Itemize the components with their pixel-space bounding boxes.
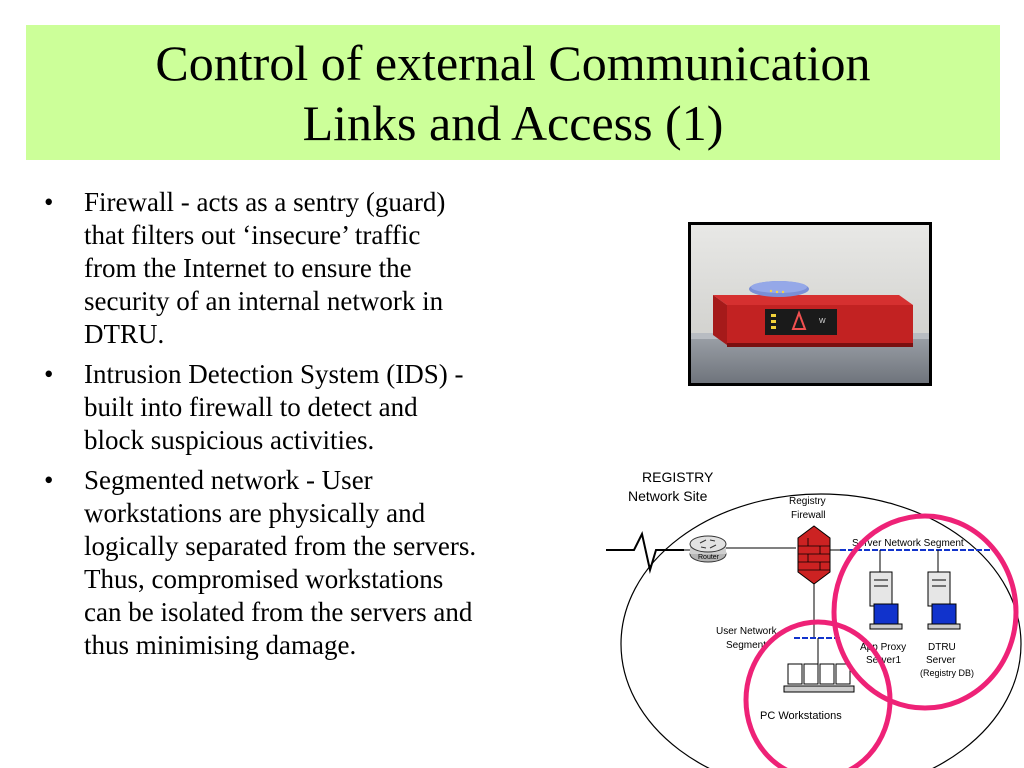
firewall-label-line-2: Firewall (791, 510, 825, 521)
internet-link-icon (606, 531, 684, 574)
firewall-photo-illustration: W (691, 225, 929, 383)
site-label-line-2: Network Site (628, 488, 708, 504)
bullet-list: • Firewall - acts as a sentry (guard) th… (44, 186, 614, 669)
server-segment-highlight-circle (831, 513, 1019, 711)
title-line-2: Links and Access (1) (302, 94, 724, 151)
network-diagram: Router REGISTRY Network Site Registry Fi… (606, 469, 1022, 768)
app-proxy-server-icon (869, 571, 903, 630)
user-segment-highlight-circle (743, 619, 893, 768)
bullet-text: Intrusion Detection System (IDS) - built… (84, 359, 464, 455)
bullet-marker: • (44, 359, 54, 389)
bullet-item-segmented: • Segmented network - User workstations … (44, 464, 614, 662)
site-label-line-1: REGISTRY (642, 469, 714, 485)
firewall-icon (797, 525, 831, 585)
user-segment-label-line-1: User Network (716, 626, 778, 637)
bullet-marker: • (44, 187, 54, 217)
server-segment-label: Server Network Segment (852, 538, 964, 549)
user-segment-label-line-2: Segment (726, 640, 766, 651)
bullet-marker: • (44, 465, 54, 495)
dtru-label-line-3: (Registry DB) (920, 668, 974, 678)
dtru-label-line-1: DTRU (928, 642, 956, 653)
bullet-text: Firewall - acts as a sentry (guard) that… (84, 187, 446, 349)
dtru-server-icon (927, 571, 961, 630)
dtru-label-line-2: Server (926, 655, 956, 666)
router-label: Router (698, 554, 720, 561)
pc-workstations-icon (783, 663, 855, 693)
bullet-item-firewall: • Firewall - acts as a sentry (guard) th… (44, 186, 614, 351)
title-banner: Control of external Communication Links … (26, 25, 1000, 160)
pc-workstations-label: PC Workstations (760, 710, 842, 722)
bullet-item-ids: • Intrusion Detection System (IDS) - bui… (44, 358, 614, 457)
svg-text:W: W (819, 318, 826, 325)
app-proxy-label-line-1: App Proxy (860, 642, 906, 653)
router-icon (689, 535, 727, 563)
bullet-text: Segmented network - User workstations ar… (84, 465, 477, 660)
network-site-boundary (620, 493, 1022, 768)
title-line-1: Control of external Communication (155, 34, 871, 91)
app-proxy-label-line-2: Server1 (866, 655, 901, 666)
firewall-label-line-1: Registry (789, 496, 826, 507)
firewall-device-photo: W (688, 222, 932, 386)
